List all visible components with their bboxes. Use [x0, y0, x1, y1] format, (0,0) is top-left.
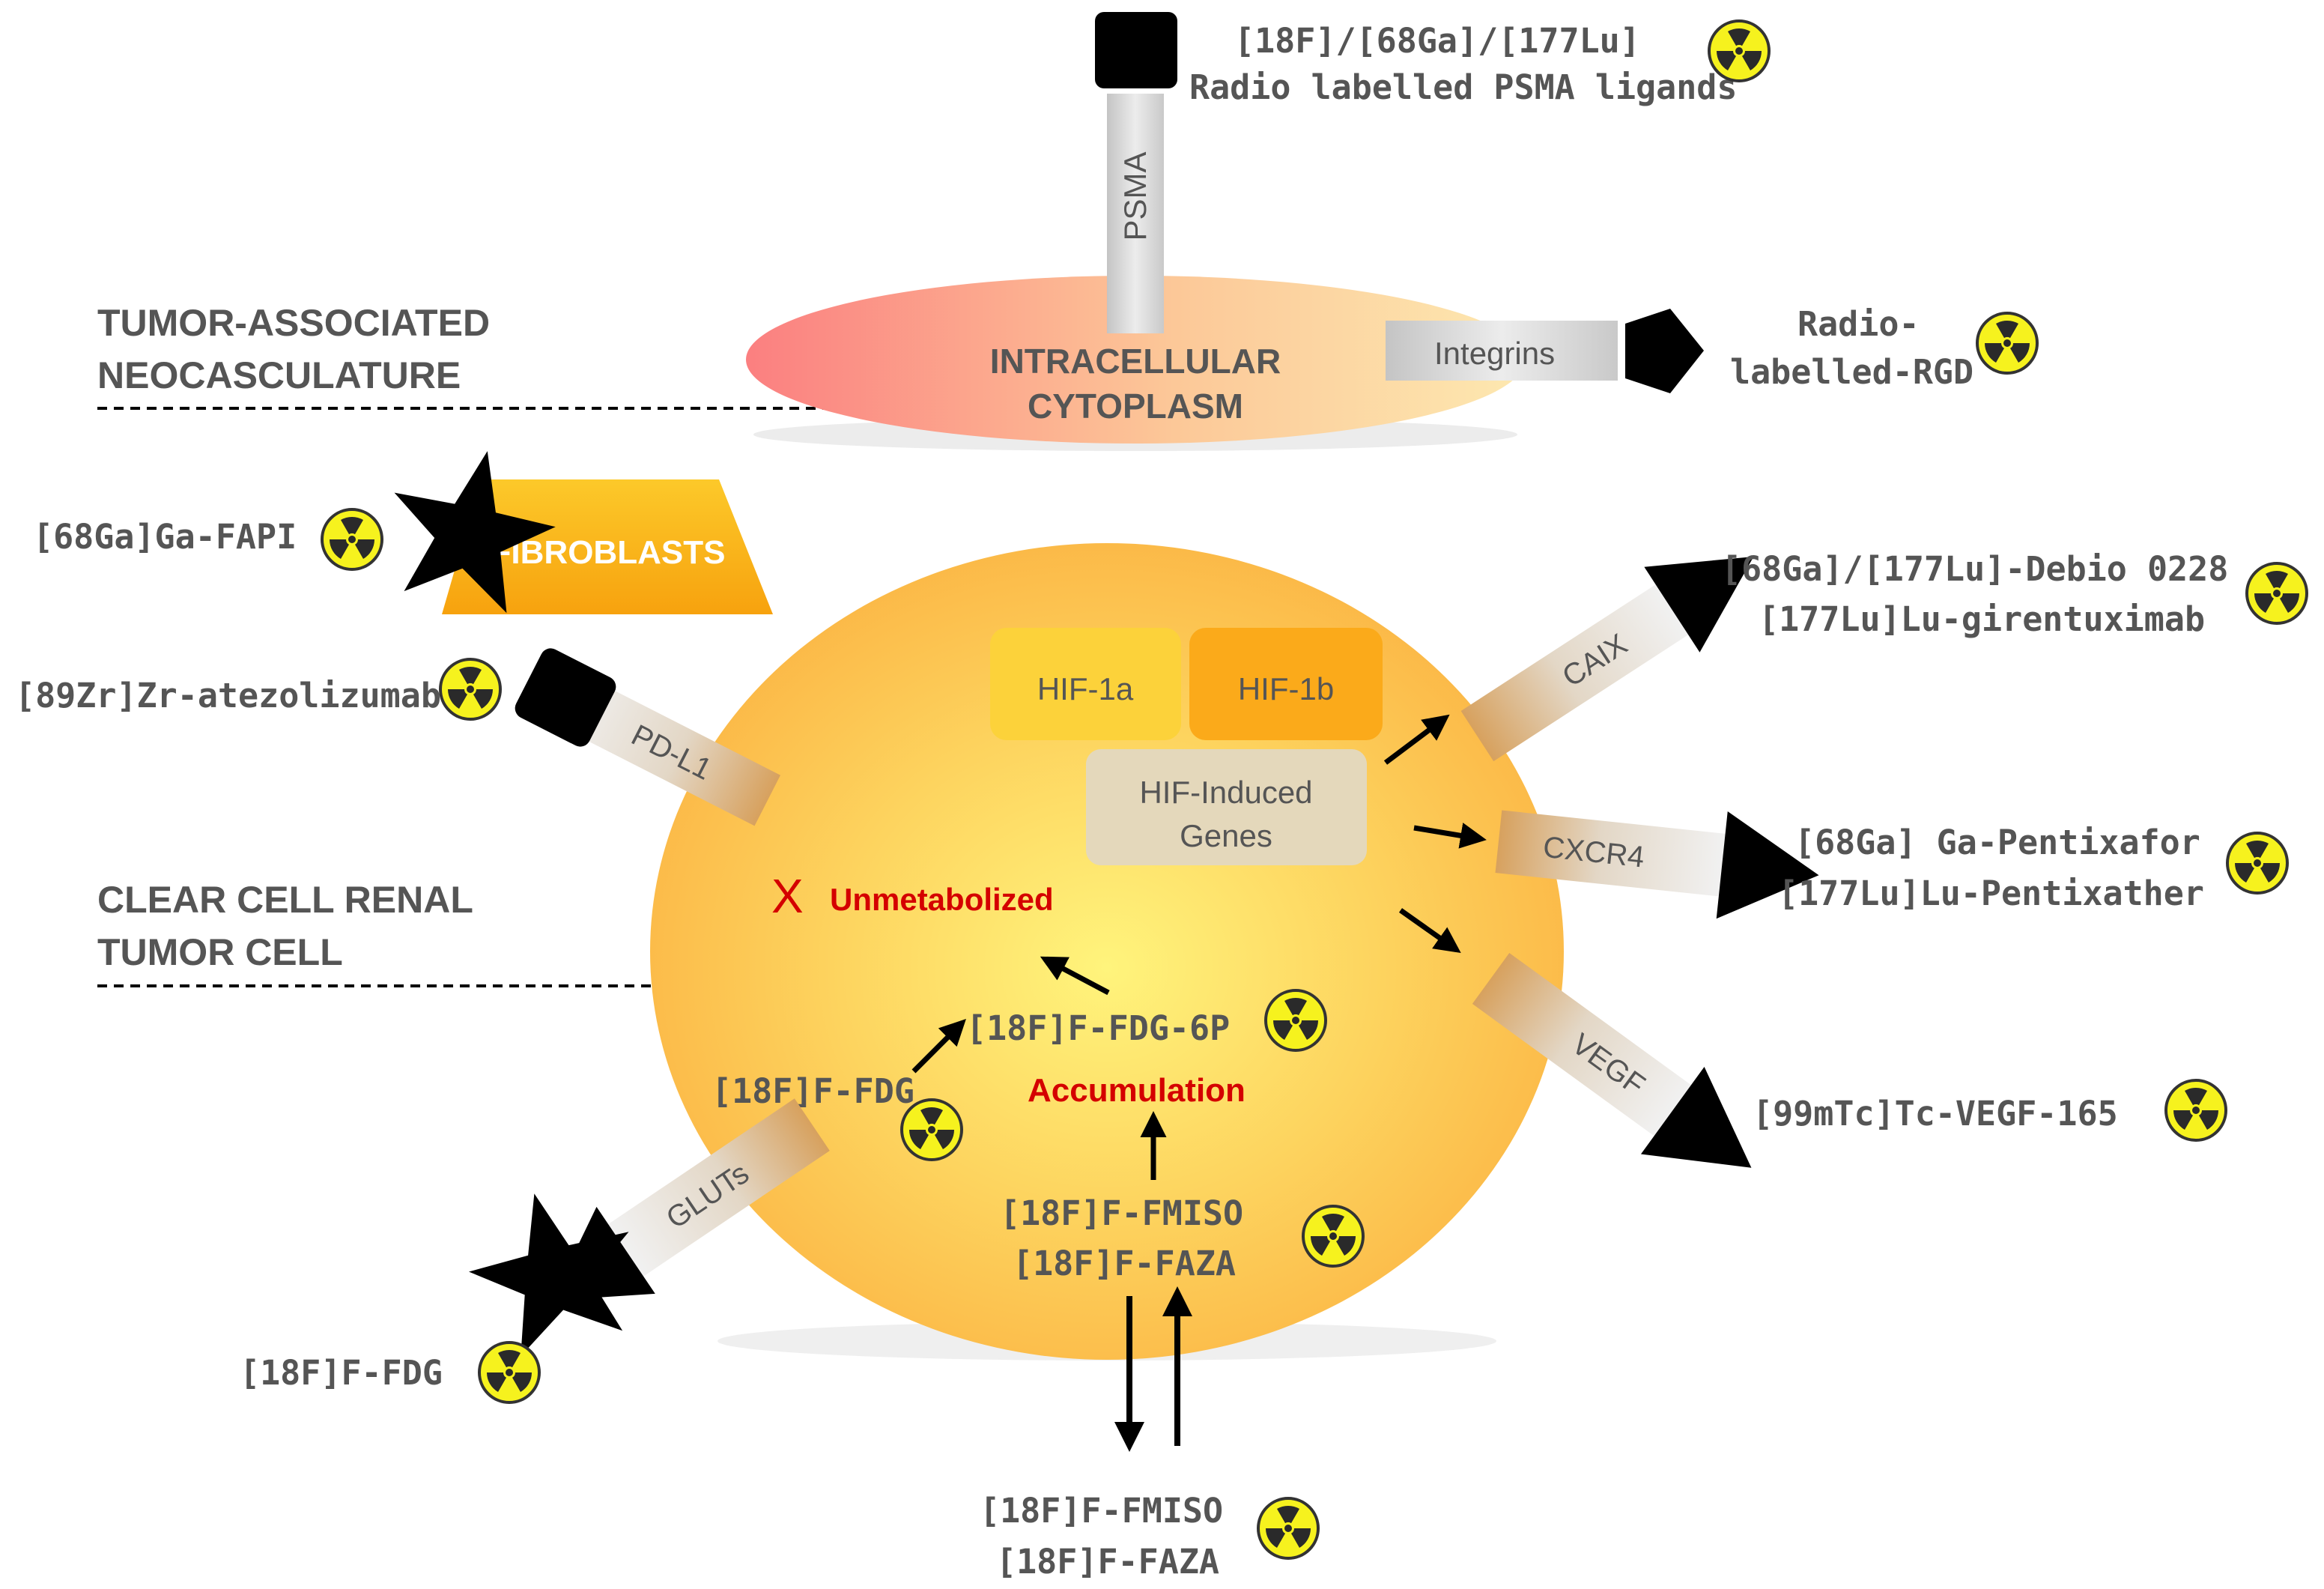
hif-genes-line1: HIF-Induced: [1139, 775, 1312, 810]
radioactive-icon: [1976, 312, 2039, 375]
caix-tracer-line2: [177Lu]Lu-girentuximab: [1759, 599, 2205, 639]
cytoplasm-ellipse: [746, 276, 1525, 444]
arrow-to-fdg6p: [911, 1019, 966, 1074]
arrow-to-vegf: [1398, 908, 1461, 954]
radioactive-icon: [321, 508, 383, 571]
fdg-inside-label: [18F]F-FDG: [712, 1071, 914, 1111]
tumor-label-line1: CLEAR CELL RENAL: [97, 879, 473, 921]
psma-receptor-label: PSMA: [1117, 151, 1153, 240]
hif1a-label: HIF-1a: [1037, 671, 1134, 706]
unmetabolized-label: Unmetabolized: [830, 882, 1054, 917]
radioactive-icon: [1708, 19, 1771, 82]
radioactive-icon: [2245, 562, 2308, 625]
hif1a-box: [990, 628, 1181, 740]
rgd-tracer-line1: Radio-: [1797, 304, 1920, 344]
cxcr4-receptor: CXCR4: [1495, 810, 1819, 919]
radioactive-icon: [2226, 832, 2289, 895]
radioactive-icon: [478, 1341, 541, 1404]
fibroblasts-shape: [442, 479, 773, 614]
radioactive-icon: [439, 658, 502, 721]
hif1b-box: [1189, 628, 1383, 740]
faza-inside-label: [18F]F-FAZA: [1013, 1244, 1236, 1283]
hif-genes-box: [1086, 749, 1367, 865]
square-ligand-icon: [515, 648, 616, 747]
psma-tracer-line1: [18F]/[68Ga]/[177Lu]: [1234, 21, 1640, 61]
psma-receptor: [1107, 94, 1164, 333]
star-ligand-icon: [394, 451, 556, 614]
cytoplasm-label-line2: CYTOPLASM: [1028, 387, 1243, 426]
square-ligand-icon: [1095, 12, 1177, 88]
fapi-tracer: [68Ga]Ga-FAPI: [33, 517, 297, 557]
vegf-tracer: [99mTc]Tc-VEGF-165: [1753, 1094, 2118, 1134]
integrins-receptor-label: Integrins: [1434, 336, 1555, 371]
radioactive-icon: [1302, 1205, 1365, 1268]
vasculature-label-line2: NEOCASCULATURE: [97, 354, 461, 396]
accumulation-label: Accumulation: [1028, 1072, 1246, 1109]
integrins-receptor: [1386, 321, 1618, 381]
rgd-tracer-line2: labelled-RGD: [1730, 352, 1973, 392]
star-ligand-icon: [469, 1193, 629, 1357]
radioactive-icon: [1264, 989, 1327, 1052]
cxcr4-tracer-line2: [177Lu]Lu-Pentixather: [1778, 874, 2204, 913]
arrow-to-caix: [1383, 714, 1450, 765]
radioactive-icon: [2164, 1079, 2227, 1142]
triangle-ligand-icon: [1716, 811, 1819, 919]
fibroblasts-label: FIBROBLASTS: [491, 534, 726, 571]
triangle-ligand-icon: [1640, 1067, 1752, 1168]
arrow-to-unmetabolized: [1040, 956, 1110, 996]
hif-genes-line2: Genes: [1180, 818, 1272, 853]
vasculature-label-line1: TUMOR-ASSOCIATED: [97, 302, 490, 344]
tumor-label-line2: TUMOR CELL: [97, 931, 343, 973]
tumor-cell: [650, 543, 1564, 1360]
fdg-outside-label: [18F]F-FDG: [240, 1353, 443, 1393]
fdg6p-label: [18F]F-FDG-6P: [966, 1008, 1230, 1048]
caix-tracer-line1: [68Ga]/[177Lu]-Debio 0228: [1721, 549, 2228, 589]
x-mark: X: [771, 869, 804, 923]
triangle-ligand-icon: [1644, 556, 1754, 653]
radioactive-icon: [1257, 1497, 1320, 1560]
hif1b-label: HIF-1b: [1238, 671, 1334, 706]
faza-outside-label: [18F]F-FAZA: [996, 1542, 1219, 1582]
fmiso-outside-label: [18F]F-FMISO: [980, 1491, 1223, 1531]
arrow-to-cxcr4: [1413, 823, 1487, 849]
cxcr4-tracer-line1: [68Ga] Ga-Pentixafor: [1794, 823, 2200, 862]
pentagon-ligand-icon: [1625, 309, 1704, 393]
cytoplasm-label-line1: INTRACELLULAR: [990, 342, 1281, 381]
atezolizumab-tracer: [89Zr]Zr-atezolizumab: [15, 676, 441, 715]
psma-tracer-line2: Radio labelled PSMA ligands: [1189, 67, 1738, 107]
radioactive-icon: [900, 1098, 963, 1161]
fmiso-inside-label: [18F]F-FMISO: [1000, 1193, 1243, 1233]
